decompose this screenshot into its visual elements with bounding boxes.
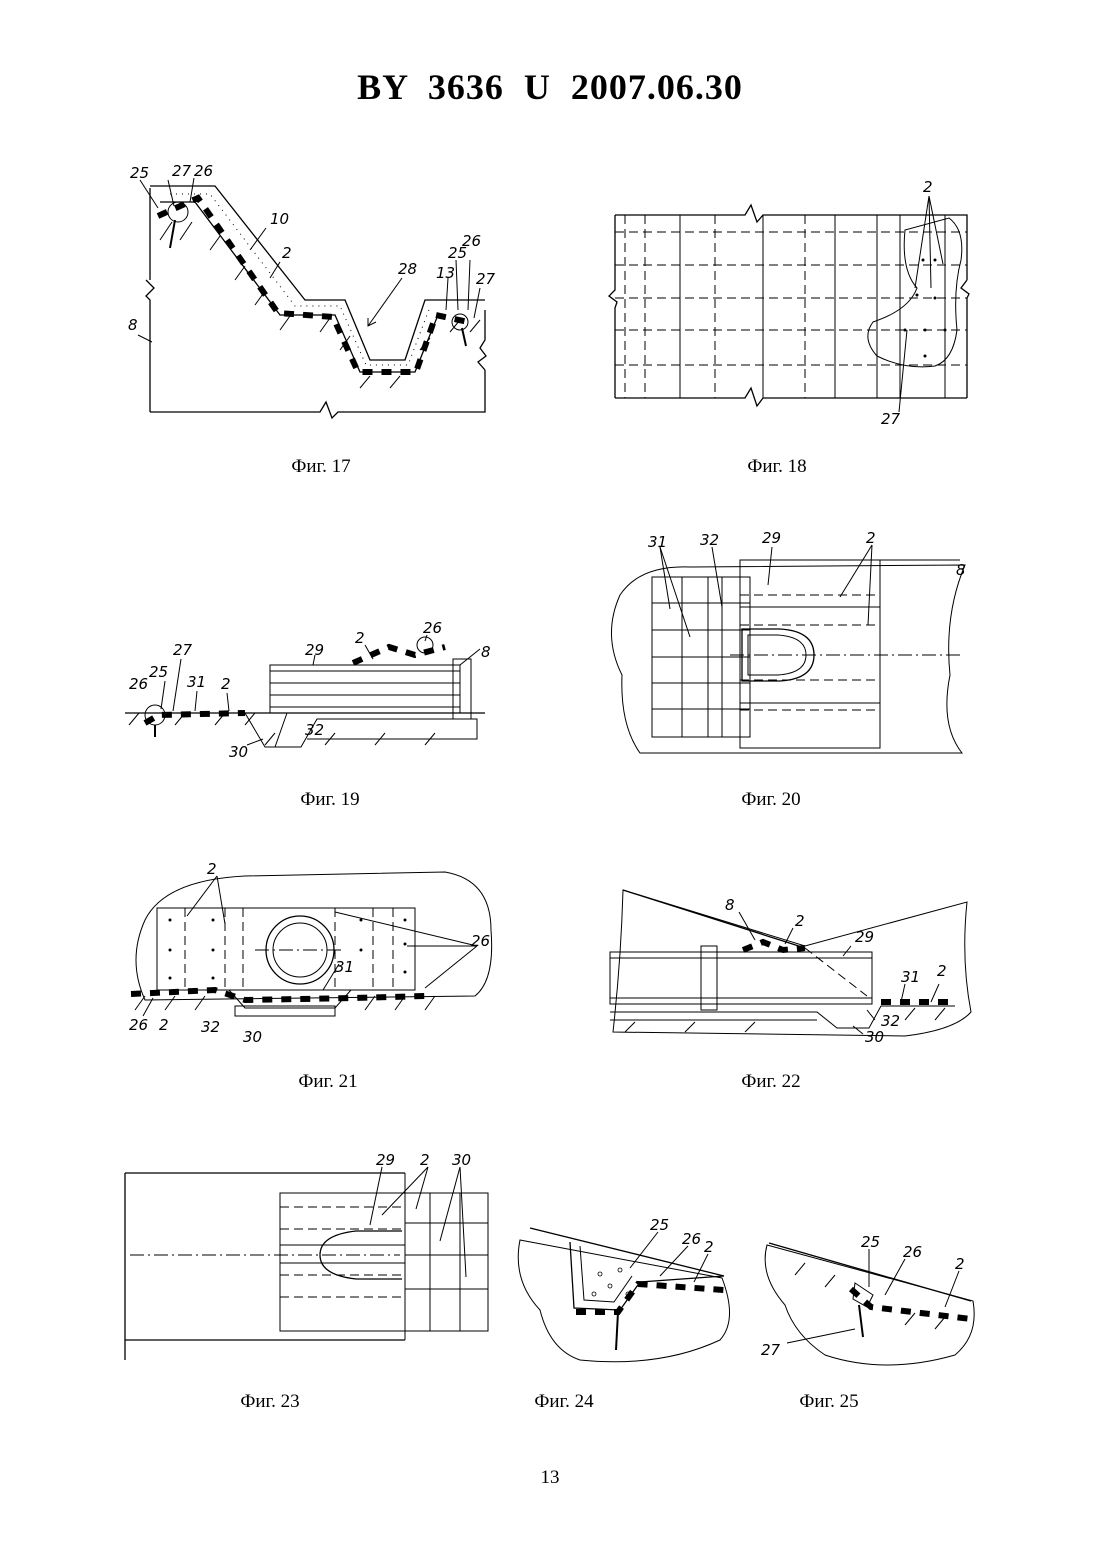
fig25-label: 27 (761, 1341, 781, 1359)
fig17-label: 25 (130, 164, 149, 182)
figure-caption: Фиг. 18 (697, 456, 857, 478)
figure-caption: Фиг. 24 (484, 1391, 644, 1413)
page-number: 13 (0, 1467, 1100, 1489)
fig19-label: 31 (187, 673, 206, 691)
figure-20-drawing: 31 32 29 2 8 (600, 525, 985, 765)
figure-17: 25 27 26 10 2 28 13 25 26 27 8 (120, 150, 500, 440)
fig21-label: 26 (471, 932, 490, 950)
fig21-label: 2 (207, 860, 217, 878)
figure-caption: Фиг. 20 (691, 789, 851, 811)
fig19-label: 29 (305, 641, 324, 659)
fig20-label: 8 (956, 561, 966, 579)
fig19-label: 25 (149, 663, 168, 681)
fig19-label: 30 (229, 743, 248, 761)
figure-caption: Фиг. 25 (749, 1391, 909, 1413)
figure-19: 29 2 26 8 27 25 26 31 2 32 30 (125, 615, 485, 765)
fig19-label: 2 (221, 675, 231, 693)
fig21-label: 31 (335, 958, 354, 976)
fig20-label: 31 (648, 533, 667, 551)
fig20-label: 32 (700, 531, 719, 549)
fig22-label: 8 (725, 896, 735, 914)
fig19-label: 8 (481, 643, 491, 661)
figure-24-drawing: 25 26 2 (510, 1210, 735, 1375)
fig18-label: 27 (881, 410, 901, 428)
figure-25: 25 26 2 27 (755, 1225, 980, 1375)
figure-caption: Фиг. 22 (691, 1071, 851, 1093)
fig17-label: 8 (128, 316, 138, 334)
fig17-label: 27 (172, 162, 192, 180)
fig22-label: 30 (865, 1028, 884, 1046)
fig19-label: 27 (173, 641, 193, 659)
fig24-label: 2 (704, 1238, 714, 1256)
fig23-label: 29 (376, 1151, 395, 1169)
figure-21: 2 26 26 2 32 31 30 (125, 860, 500, 1050)
fig19-label: 26 (129, 675, 148, 693)
fig24-label: 25 (650, 1216, 669, 1234)
fig20-label: 2 (866, 529, 876, 547)
fig22-label: 29 (855, 928, 874, 946)
fig21-label: 2 (159, 1016, 169, 1034)
figure-25-drawing: 25 26 2 27 (755, 1225, 980, 1375)
fig24-label: 26 (682, 1230, 701, 1248)
figure-21-drawing: 2 26 26 2 32 31 30 (125, 860, 500, 1050)
fig17-label: 10 (270, 210, 289, 228)
fig17-label: 13 (436, 264, 455, 282)
fig17-label: 2 (282, 244, 292, 262)
figure-22-drawing: 8 2 29 31 2 32 30 (605, 880, 980, 1050)
fig23-label: 2 (420, 1151, 430, 1169)
figure-caption: Фиг. 19 (250, 789, 410, 811)
figure-23: 29 2 30 (120, 1145, 500, 1370)
fig21-label: 32 (201, 1018, 220, 1036)
fig17-label: 28 (398, 260, 417, 278)
fig19-label: 2 (355, 629, 365, 647)
fig18-label: 2 (923, 178, 933, 196)
fig19-label: 26 (423, 619, 442, 637)
page-title: BY 3636 U 2007.06.30 (0, 66, 1100, 108)
figure-18: 2 27 (605, 170, 985, 435)
figure-19-drawing: 29 2 26 8 27 25 26 31 2 32 30 (125, 615, 485, 765)
fig21-label: 30 (243, 1028, 262, 1046)
figure-18-drawing: 2 27 (605, 170, 985, 435)
fig23-label: 30 (452, 1151, 471, 1169)
fig21-label: 26 (129, 1016, 148, 1034)
figure-20: 31 32 29 2 8 (600, 525, 985, 765)
figure-caption: Фиг. 17 (241, 456, 401, 478)
fig25-label: 25 (861, 1233, 880, 1251)
fig17-label: 26 (462, 232, 481, 250)
fig25-label: 2 (955, 1255, 965, 1273)
fig17-label: 27 (476, 270, 496, 288)
fig22-label: 2 (937, 962, 947, 980)
fig22-label: 2 (795, 912, 805, 930)
figure-caption: Фиг. 21 (248, 1071, 408, 1093)
figure-22: 8 2 29 31 2 32 30 (605, 880, 980, 1050)
fig19-label: 32 (305, 721, 324, 739)
fig20-label: 29 (762, 529, 781, 547)
fig25-label: 26 (903, 1243, 922, 1261)
figure-23-drawing: 29 2 30 (120, 1145, 500, 1370)
figure-24: 25 26 2 (510, 1210, 735, 1375)
fig22-label: 31 (901, 968, 920, 986)
fig17-label: 26 (194, 162, 213, 180)
figure-caption: Фиг. 23 (190, 1391, 350, 1413)
figure-17-drawing: 25 27 26 10 2 28 13 25 26 27 8 (120, 150, 500, 440)
